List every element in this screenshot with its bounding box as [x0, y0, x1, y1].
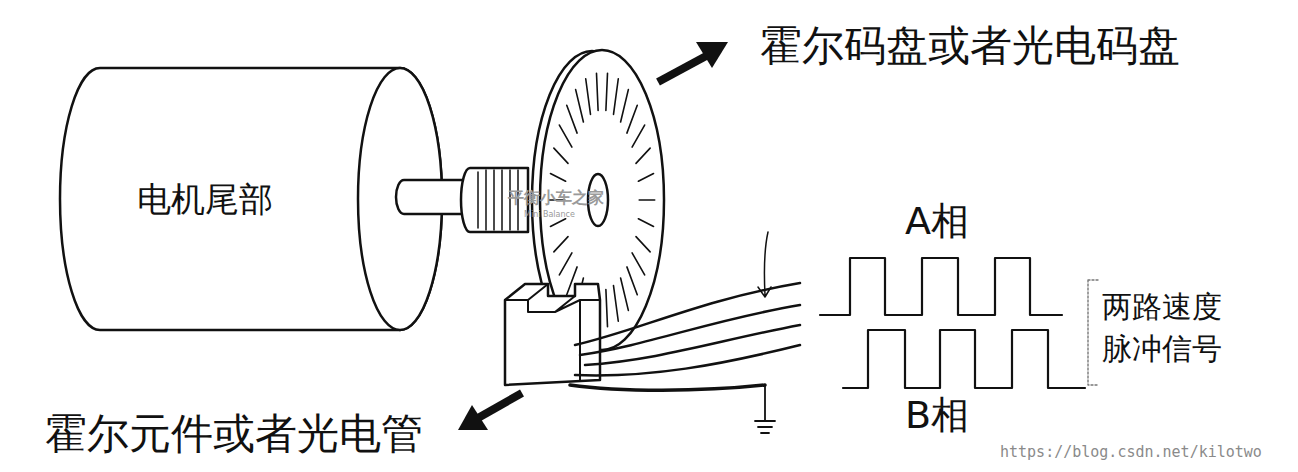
watermark-url: https://blog.csdn.net/kilotwo	[1000, 444, 1262, 461]
disk-slot	[606, 73, 608, 110]
wire	[575, 283, 800, 345]
disk-slot	[550, 219, 565, 227]
disk-slot	[554, 237, 568, 252]
disk-slot	[559, 125, 572, 147]
pointer-arrow	[478, 393, 522, 418]
disk-slot	[639, 199, 655, 201]
part-name: 电机尾部	[137, 177, 273, 223]
watermark: 平衡小车之家	[508, 189, 604, 207]
disk-slot	[596, 73, 598, 110]
disk-slot	[613, 79, 618, 115]
disk-slot	[621, 278, 629, 310]
pointer-arrow	[658, 55, 708, 82]
disk-slot	[606, 290, 608, 327]
disk-slot	[613, 286, 618, 322]
disk-slot	[550, 173, 565, 181]
bracket	[1088, 280, 1098, 385]
disk-slot	[627, 105, 637, 133]
phase-b-wave	[843, 330, 1085, 388]
arrowhead	[458, 405, 488, 430]
disk-slot	[621, 90, 629, 122]
arrowhead	[696, 42, 728, 68]
disk-slot	[559, 253, 572, 275]
disk-slot	[632, 253, 645, 275]
watermark: Mini Balance	[524, 210, 575, 219]
disk-label: 霍尔码盘或者光电码盘	[760, 22, 1180, 70]
phase-a-wave	[820, 258, 1062, 315]
ground-symbol	[755, 385, 775, 433]
disk-slot	[636, 237, 650, 252]
signal-name: A相	[905, 200, 969, 244]
motor-shaft	[396, 180, 470, 214]
disk-slot	[567, 105, 577, 133]
disk-slot	[636, 148, 650, 163]
sensor-block	[505, 284, 600, 385]
ground-wire	[570, 385, 765, 390]
disk-slot	[586, 79, 591, 115]
wire	[575, 345, 800, 375]
sensor-label: 霍尔元件或者光电管	[45, 410, 423, 458]
wire	[580, 305, 800, 355]
disk-slot	[638, 173, 653, 181]
disk-slot	[632, 125, 645, 147]
disk-slot	[576, 90, 584, 122]
disk-slot	[638, 219, 653, 227]
disk-slot	[554, 148, 568, 163]
signal-name: B相	[905, 394, 969, 438]
motor-body	[60, 68, 442, 330]
wire	[585, 325, 800, 365]
motor-label-box: 电机尾部	[127, 171, 283, 229]
disk-slot	[627, 267, 637, 295]
bracket-note: 两路速度 脉冲信号	[1102, 286, 1228, 370]
small-arrow	[758, 232, 771, 297]
